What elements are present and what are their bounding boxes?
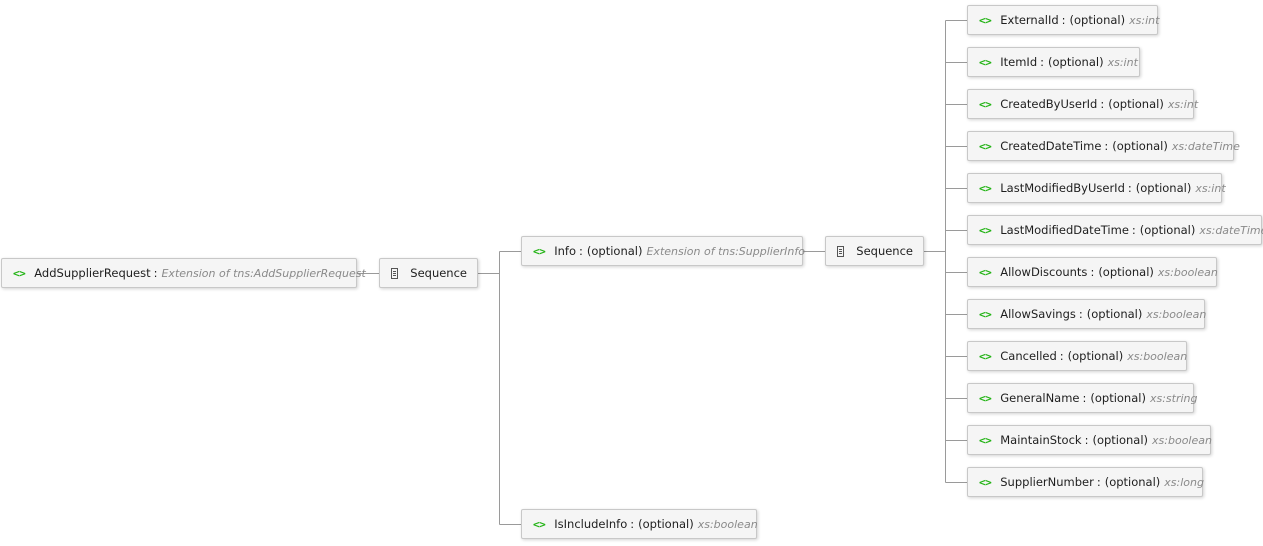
element-optional: (optional) [1135, 181, 1192, 195]
element-name: AddSupplierRequest [34, 266, 151, 280]
element-separator: : [1096, 475, 1101, 489]
field-node-last-modified-by-user-id[interactable]: <> LastModifiedByUserId : (optional) xs:… [967, 173, 1226, 203]
field-node-maintain-stock[interactable]: <> MaintainStock : (optional) xs:boolean [967, 425, 1212, 455]
xml-element-icon: <> [979, 55, 992, 69]
xml-element-icon: <> [533, 517, 546, 531]
element-optional: (optional) [1090, 391, 1146, 405]
element-name: ExternalId [1000, 13, 1059, 27]
sequence-label: Sequence [856, 244, 913, 258]
element-type: xs:dateTime [1171, 139, 1240, 153]
element-optional: (optional) [1086, 307, 1143, 321]
field-node-created-date-time[interactable]: <> CreatedDateTime : (optional) xs:dateT… [967, 131, 1240, 161]
element-name: ItemId [1000, 55, 1038, 69]
xml-element-icon: <> [13, 266, 26, 280]
element-type: xs:int [1195, 181, 1226, 195]
sequence-node-1[interactable]: Sequence [379, 258, 478, 288]
xml-element-icon: <> [979, 97, 992, 111]
element-type: xs:string [1149, 391, 1198, 405]
element-type: xs:int [1167, 97, 1199, 111]
element-separator: : [1131, 223, 1136, 237]
sequence-icon [837, 245, 845, 257]
field-node-last-modified-date-time[interactable]: <> LastModifiedDateTime : (optional) xs:… [967, 215, 1263, 245]
element-separator: : [579, 244, 583, 258]
field-node-external-id[interactable]: <> ExternalId : (optional) xs:int [967, 5, 1160, 35]
element-type: xs:boolean [1152, 433, 1212, 447]
field-node-general-name[interactable]: <> GeneralName : (optional) xs:string [967, 383, 1198, 413]
element-name: IsIncludeInfo [554, 517, 628, 531]
xml-element-icon: <> [979, 475, 992, 489]
element-optional: (optional) [1069, 13, 1126, 27]
element-optional: (optional) [1108, 97, 1164, 111]
element-type: xs:long [1164, 475, 1204, 489]
element-optional: (optional) [1048, 55, 1104, 69]
xml-element-icon: <> [979, 391, 992, 405]
xml-element-icon: <> [979, 13, 992, 27]
element-optional: (optional) [586, 244, 643, 258]
element-name: CreatedByUserId [1000, 97, 1098, 111]
field-node-supplier-number[interactable]: <> SupplierNumber : (optional) xs:long [967, 467, 1204, 497]
field-node-created-by-user-id[interactable]: <> CreatedByUserId : (optional) xs:int [967, 89, 1198, 119]
xml-element-icon: <> [979, 265, 992, 279]
xml-element-icon: <> [979, 223, 992, 237]
element-name: AllowSavings [1000, 307, 1076, 321]
xml-element-icon: <> [979, 181, 992, 195]
element-name: Info [554, 244, 577, 258]
element-type: Extension of tns:SupplierInfo [646, 244, 805, 258]
element-optional: (optional) [1112, 139, 1168, 153]
element-name: LastModifiedDateTime [1000, 223, 1129, 237]
element-separator: : [1061, 13, 1066, 27]
xml-element-icon: <> [979, 307, 992, 321]
field-node-allow-discounts[interactable]: <> AllowDiscounts : (optional) xs:boolea… [967, 257, 1218, 287]
sequence-icon [391, 267, 399, 279]
element-type: xs:int [1107, 55, 1138, 69]
is-include-info-element-node[interactable]: <> IsIncludeInfo : (optional) xs:boolean [521, 509, 758, 539]
element-optional: (optional) [1067, 349, 1124, 363]
sequence-label: Sequence [410, 266, 467, 280]
element-separator: : [630, 517, 635, 531]
element-separator: : [153, 266, 158, 280]
element-name: Cancelled [1000, 349, 1057, 363]
element-separator: : [1104, 139, 1109, 153]
info-element-node[interactable]: <> Info : (optional) Extension of tns:Su… [521, 236, 805, 266]
element-type: xs:boolean [1127, 349, 1188, 363]
element-name: SupplierNumber [1000, 475, 1094, 489]
element-name: AllowDiscounts [1000, 265, 1088, 279]
element-type: Extension of tns:AddSupplierRequest [161, 266, 366, 280]
element-type: xs:boolean [1157, 265, 1218, 279]
element-separator: : [1100, 97, 1105, 111]
root-element-node[interactable]: <> AddSupplierRequest : Extension of tns… [1, 258, 366, 288]
element-optional: (optional) [1092, 433, 1149, 447]
element-type: xs:int [1129, 13, 1160, 27]
element-separator: : [1082, 391, 1087, 405]
element-optional: (optional) [1104, 475, 1161, 489]
field-node-allow-savings[interactable]: <> AllowSavings : (optional) xs:boolean [967, 299, 1207, 329]
xml-element-icon: <> [979, 349, 992, 363]
xml-element-icon: <> [979, 433, 992, 447]
xml-element-icon: <> [979, 139, 992, 153]
sequence-node-2[interactable]: Sequence [825, 236, 924, 266]
element-separator: : [1090, 265, 1095, 279]
element-type: xs:boolean [697, 517, 758, 531]
element-separator: : [1127, 181, 1132, 195]
element-separator: : [1040, 55, 1044, 69]
element-optional: (optional) [1139, 223, 1196, 237]
element-name: GeneralName [1000, 391, 1080, 405]
field-node-cancelled[interactable]: <> Cancelled : (optional) xs:boolean [967, 341, 1187, 371]
element-name: MaintainStock [1000, 433, 1082, 447]
element-optional: (optional) [638, 517, 694, 531]
xml-element-icon: <> [533, 244, 546, 258]
element-name: LastModifiedByUserId [1000, 181, 1125, 195]
element-separator: : [1078, 307, 1083, 321]
element-separator: : [1059, 349, 1064, 363]
element-name: CreatedDateTime [1000, 139, 1102, 153]
element-separator: : [1084, 433, 1089, 447]
element-type: xs:dateTime [1199, 223, 1263, 237]
element-type: xs:boolean [1146, 307, 1207, 321]
field-node-item-id[interactable]: <> ItemId : (optional) xs:int [967, 47, 1140, 77]
element-optional: (optional) [1098, 265, 1154, 279]
